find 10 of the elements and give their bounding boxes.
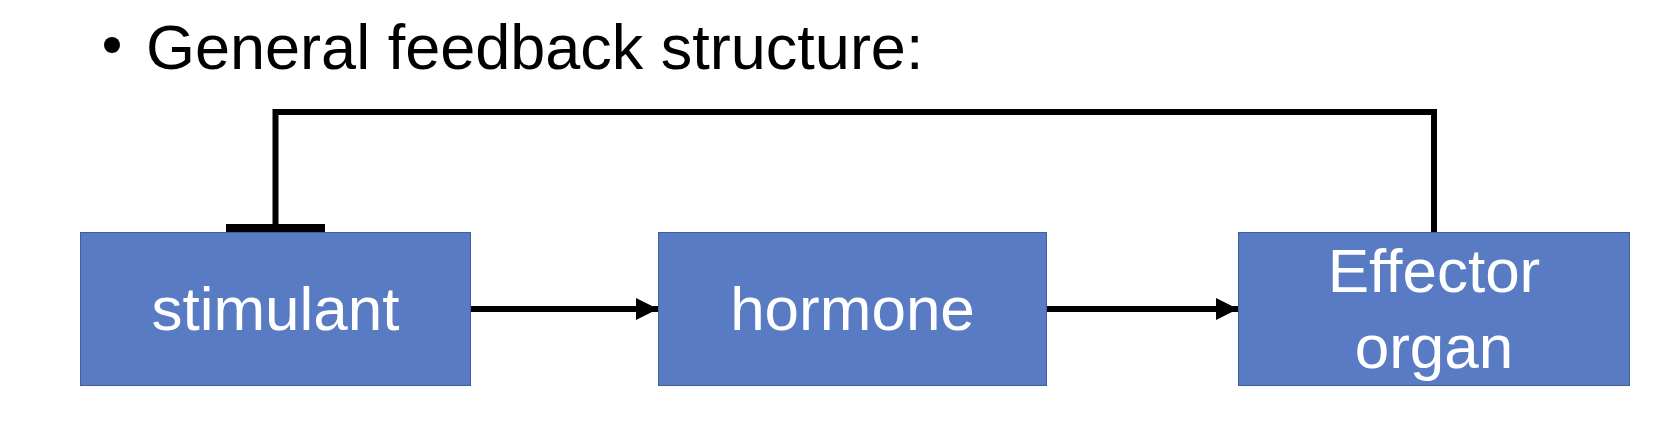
box-label: hormone bbox=[730, 273, 975, 345]
box-label: Effector organ bbox=[1326, 235, 1542, 383]
process-box bbox=[80, 232, 471, 386]
process-box bbox=[1238, 232, 1630, 386]
heading-text: General feedback structure: bbox=[146, 16, 924, 79]
arrow bbox=[1047, 298, 1238, 320]
arrow bbox=[471, 298, 658, 320]
box-label: stimulant bbox=[151, 273, 400, 345]
process-box bbox=[658, 232, 1047, 386]
inhibition-connector bbox=[226, 109, 1437, 232]
